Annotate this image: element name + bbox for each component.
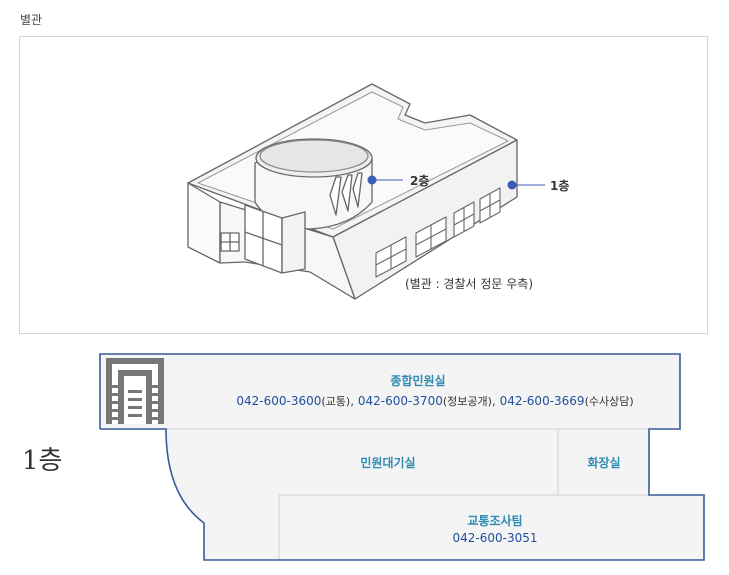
room-restroom-name: 화장실 (587, 455, 620, 470)
building-caption: (별관 : 경찰서 정문 우측) (405, 277, 533, 291)
phone-investigation-note: (수사상담) (585, 395, 634, 408)
building-illustration-panel: 2층 1층 (별관 : 경찰서 정문 우측) (19, 36, 708, 334)
floor2-marker (367, 175, 377, 185)
phone-info-disclosure-note: (정보공개) (443, 395, 492, 408)
floor-plan-level-label: 1층 (22, 446, 63, 476)
room-traffic-name: 교통조사팀 (467, 513, 522, 528)
phone-traffic-note: (교통) (321, 395, 350, 408)
section-title: 별관 (20, 13, 43, 27)
floor-plan: 종합민원실 042-600-3600(교통), 042-600-3700(정보공… (99, 353, 705, 561)
building-illustration: 2층 1층 (별관 : 경찰서 정문 우측) (187, 83, 569, 300)
room-traffic-phone: 042-600-3051 (452, 531, 537, 545)
room-main-civil-name: 종합민원실 (390, 373, 445, 388)
phone-investigation: 042-600-3669 (500, 394, 585, 408)
floor1-marker (507, 180, 517, 190)
phone-traffic: 042-600-3600 (236, 394, 321, 408)
floor1-label: 1층 (550, 178, 569, 193)
room-main-civil-phones: 042-600-3600(교통), 042-600-3700(정보공개), 04… (236, 394, 633, 408)
room-waiting-name: 민원대기실 (360, 455, 415, 470)
phone-info-disclosure: 042-600-3700 (358, 394, 443, 408)
floor2-label: 2층 (410, 173, 429, 188)
entrance-icon (106, 358, 164, 424)
